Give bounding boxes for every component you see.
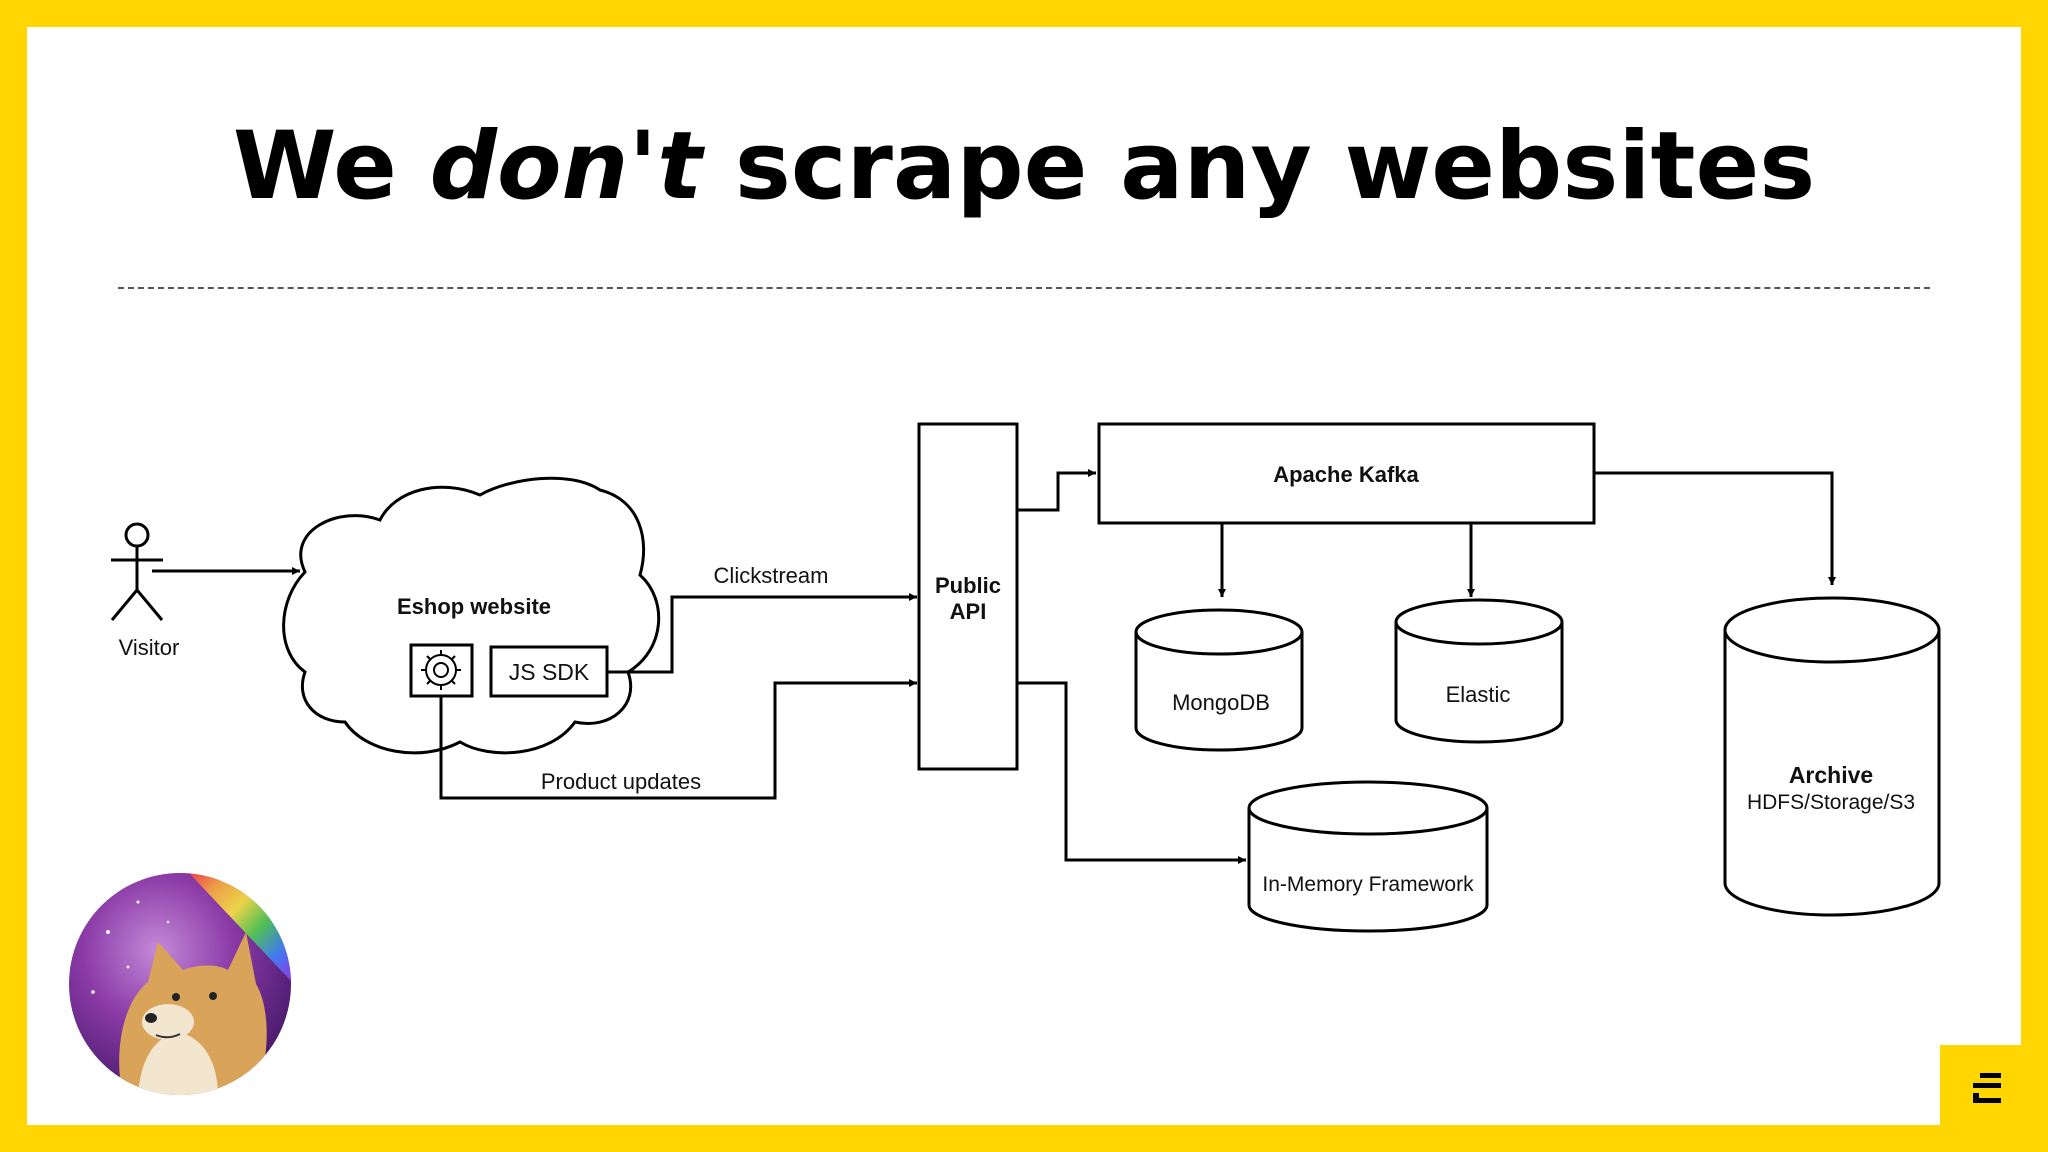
js-sdk-label: JS SDK — [509, 659, 590, 685]
inmemory-cylinder — [1247, 780, 1489, 933]
eshop-cloud-shape — [282, 476, 661, 755]
api-to-kafka-edge — [1017, 469, 1096, 512]
mongodb-cylinder — [1134, 608, 1304, 752]
slide-background — [27, 27, 2021, 1125]
kafka-label: Apache Kafka — [1273, 462, 1419, 487]
archive-subtitle: HDFS/Storage/S3 — [1747, 791, 1915, 814]
archive-title: Archive — [1789, 762, 1873, 788]
elastic-label: Elastic — [1446, 682, 1511, 707]
brand-e-logo-icon — [1973, 1073, 2001, 1103]
gear-icon — [421, 650, 461, 690]
brand-logo-badge — [1940, 1045, 2021, 1125]
title-divider — [118, 287, 1930, 289]
title-emphasis: don't — [429, 112, 703, 221]
visitor-label: Visitor — [119, 635, 180, 660]
slide-title: We don't scrape any websites — [0, 112, 2048, 222]
public-api-label-line2: API — [950, 599, 987, 624]
inmemory-label: In-Memory Framework — [1262, 873, 1474, 896]
archive-cylinder — [1723, 596, 1941, 917]
clickstream-edge — [607, 593, 917, 674]
clickstream-label: Clickstream — [714, 563, 829, 588]
stick-figure-icon — [110, 522, 164, 621]
product-updates-edge — [439, 679, 917, 800]
api-to-inmemory-edge — [1017, 681, 1246, 864]
public-api-box — [917, 422, 1019, 771]
doge-avatar — [69, 873, 291, 1095]
kafka-to-archive-edge — [1594, 471, 1836, 585]
title-part-2: scrape any websites — [702, 112, 1816, 221]
mongodb-label: MongoDB — [1172, 690, 1270, 715]
elastic-cylinder — [1394, 598, 1564, 744]
public-api-label-line1: Public — [935, 573, 1001, 598]
title-part-1: We — [232, 112, 430, 221]
product-updates-label: Product updates — [541, 769, 701, 794]
eshop-title: Eshop website — [397, 594, 551, 619]
